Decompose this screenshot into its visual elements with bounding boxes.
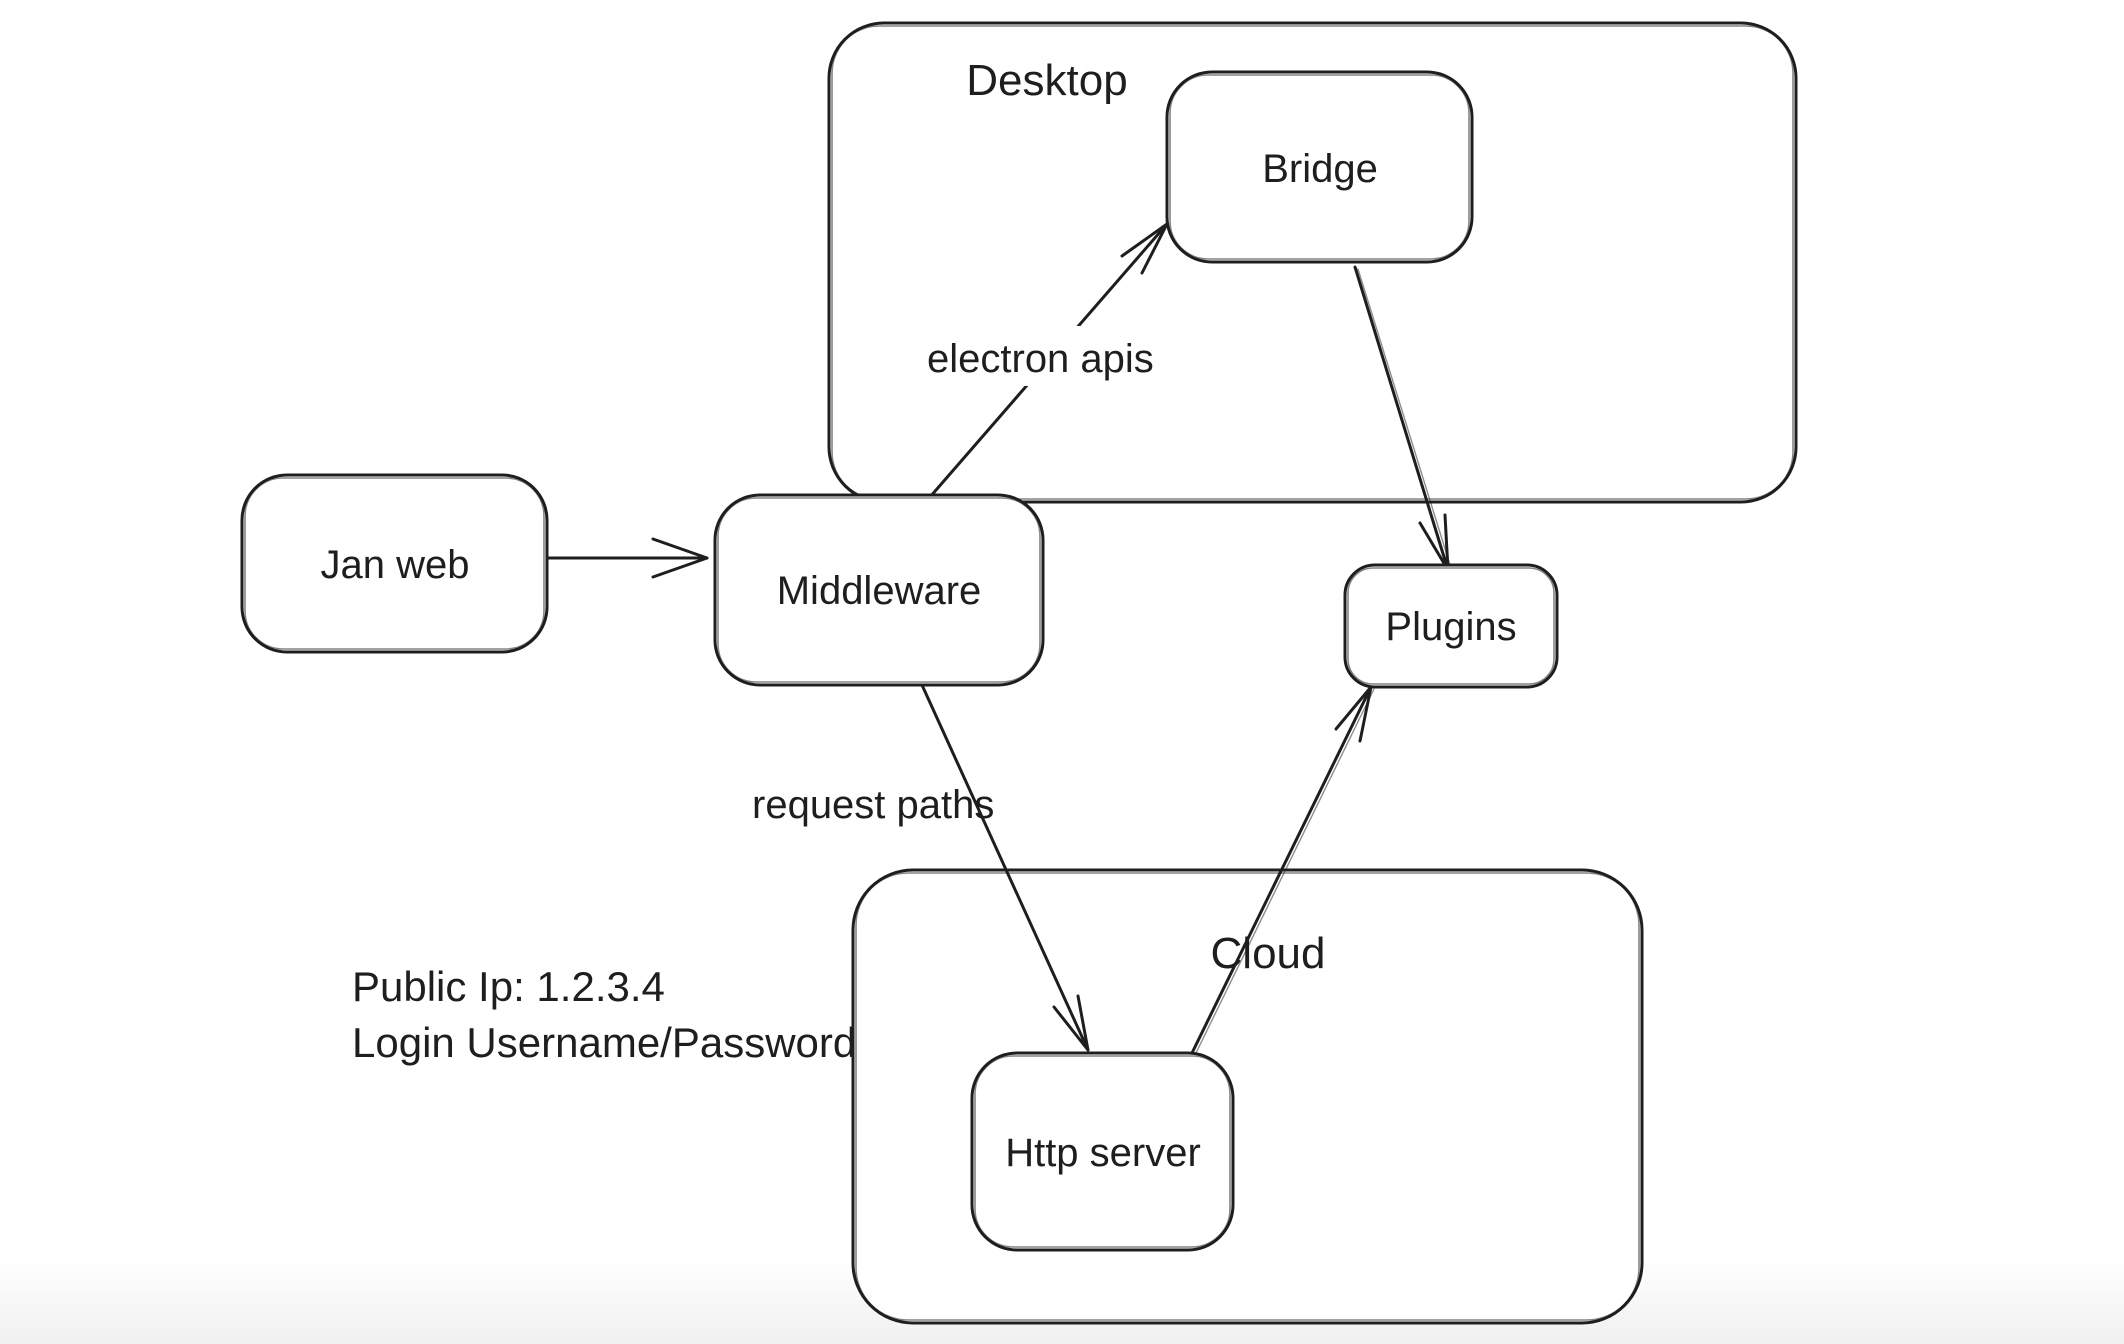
node-http-server[interactable]: Http server	[970, 1051, 1235, 1252]
node-jan-web[interactable]: Jan web	[240, 473, 549, 654]
container-desktop-label: Desktop	[966, 56, 1127, 105]
edge-middleware-to-http-server[interactable]: request paths	[752, 683, 1090, 1052]
annotation-login: Login Username/Password	[352, 1019, 856, 1066]
container-cloud-label: Cloud	[1211, 929, 1326, 978]
node-plugins-label: Plugins	[1385, 605, 1516, 649]
edge-middleware-to-bridge[interactable]: electron apis	[912, 222, 1202, 499]
edge-jan-web-to-middleware[interactable]	[547, 537, 709, 579]
node-http-server-label: Http server	[1005, 1131, 1201, 1175]
arrowhead	[651, 537, 709, 579]
edge-label-electron-apis: electron apis	[927, 337, 1154, 381]
node-plugins[interactable]: Plugins	[1343, 563, 1559, 689]
annotation-credentials[interactable]: Public Ip: 1.2.3.4 Login Username/Passwo…	[352, 963, 856, 1066]
node-middleware-label: Middleware	[777, 569, 982, 613]
edge-label-background	[912, 326, 1202, 386]
annotation-public-ip: Public Ip: 1.2.3.4	[352, 963, 665, 1010]
arrowhead	[1052, 994, 1090, 1052]
node-bridge[interactable]: Bridge	[1165, 70, 1474, 264]
node-middleware[interactable]: Middleware	[713, 493, 1045, 687]
node-jan-web-label: Jan web	[321, 543, 470, 587]
edge-label-request-paths: request paths	[752, 783, 994, 827]
node-bridge-label: Bridge	[1262, 147, 1378, 191]
